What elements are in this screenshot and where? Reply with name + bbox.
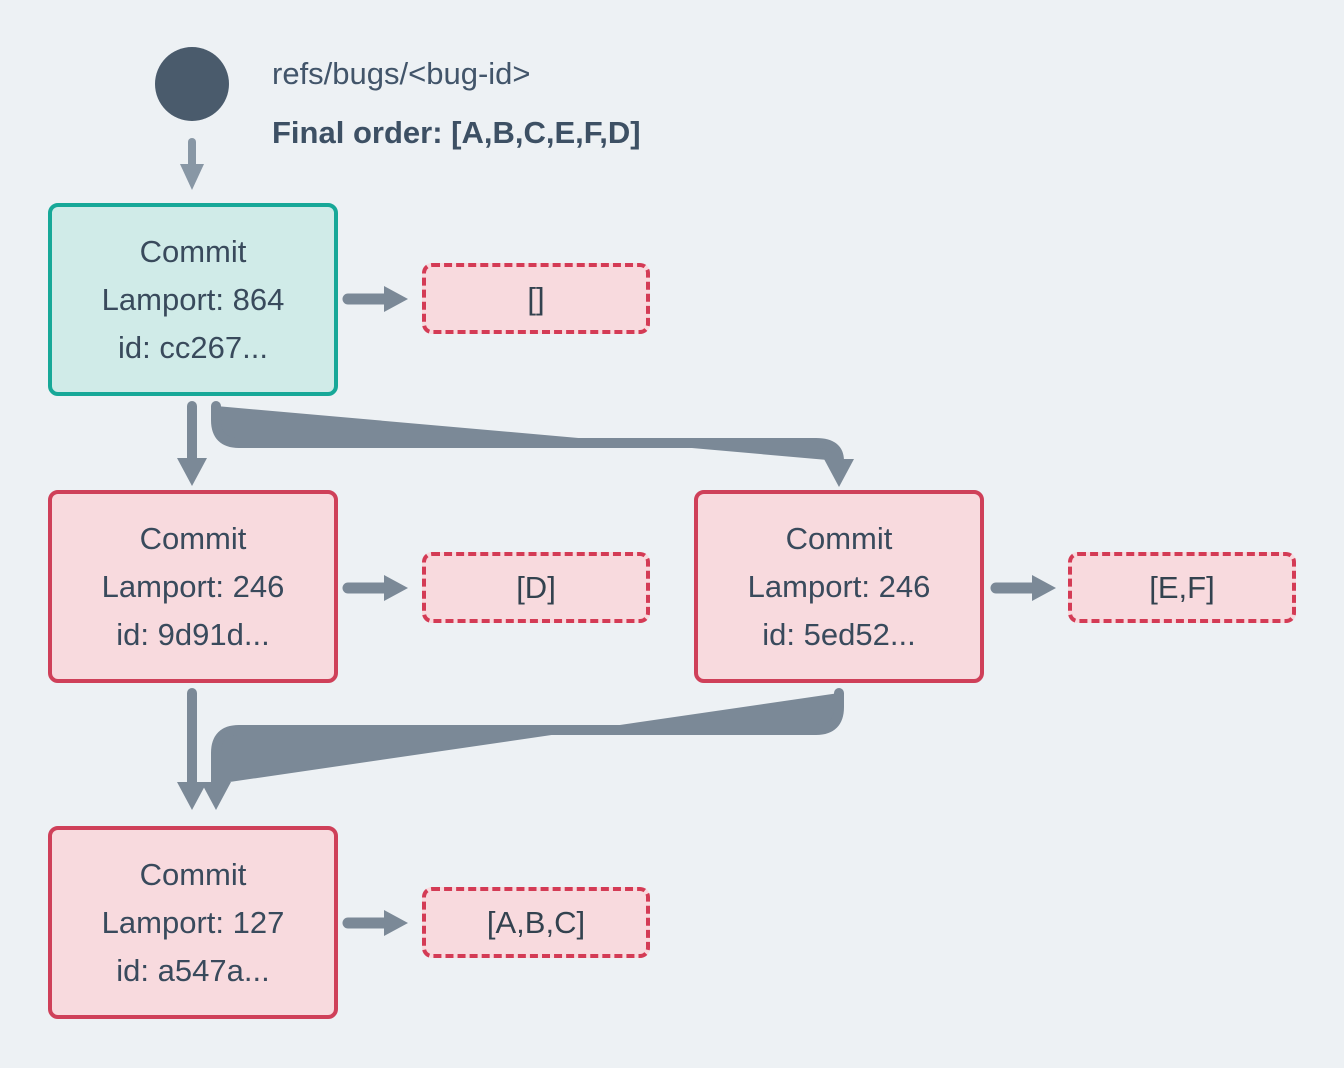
commit-node-right: Commit Lamport: 246 id: 5ed52... xyxy=(694,490,984,683)
commit-title: Commit xyxy=(139,520,247,556)
commit-id: id: cc267... xyxy=(118,329,268,365)
arrow-root-to-left xyxy=(177,401,207,486)
commit-lamport: Lamport: 246 xyxy=(747,568,931,604)
commit-id: id: 5ed52... xyxy=(762,616,916,652)
payload-box-root: [] xyxy=(422,263,650,334)
commit-lamport: Lamport: 246 xyxy=(101,568,285,604)
arrow-left-to-merged xyxy=(177,688,207,810)
payload-box-left: [D] xyxy=(422,552,650,623)
commit-node-left: Commit Lamport: 246 id: 9d91d... xyxy=(48,490,338,683)
commit-node-root: Commit Lamport: 864 id: cc267... xyxy=(48,203,338,396)
ref-head-node xyxy=(155,47,229,121)
commit-title: Commit xyxy=(139,856,247,892)
commit-node-merged: Commit Lamport: 127 id: a547a... xyxy=(48,826,338,1019)
payload-box-merged: [A,B,C] xyxy=(422,887,650,958)
ref-name-label: refs/bugs/<bug-id> xyxy=(272,56,531,91)
final-order-label: Final order: [A,B,C,E,F,D] xyxy=(272,115,641,150)
arrow-merged-to-payload xyxy=(342,910,408,936)
commit-lamport: Lamport: 864 xyxy=(101,281,285,317)
commit-id: id: 9d91d... xyxy=(116,616,270,652)
arrow-root-to-payload xyxy=(342,286,408,312)
arrow-root-to-right xyxy=(211,401,854,487)
commit-title: Commit xyxy=(139,233,247,269)
payload-box-right: [E,F] xyxy=(1068,552,1296,623)
commit-lamport: Lamport: 127 xyxy=(101,904,285,940)
arrow-right-to-payload xyxy=(990,575,1056,601)
commit-title: Commit xyxy=(785,520,893,556)
arrow-left-to-payload xyxy=(342,575,408,601)
arrow-ref-to-root xyxy=(180,138,204,190)
arrow-right-to-merged xyxy=(201,688,844,810)
commit-id: id: a547a... xyxy=(116,952,270,988)
